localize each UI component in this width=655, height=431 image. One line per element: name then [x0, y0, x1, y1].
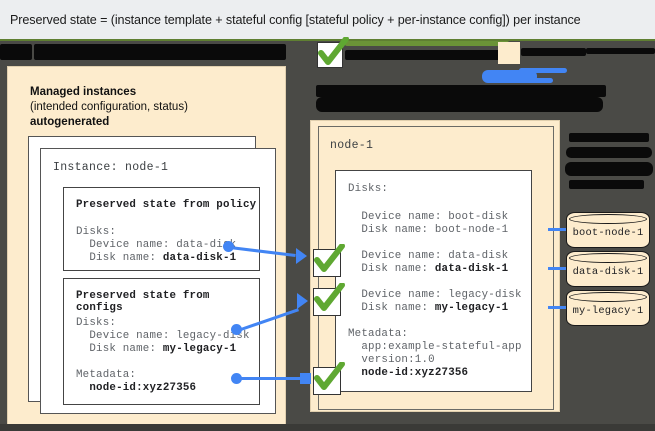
redaction-block — [586, 48, 655, 54]
caption-bar: Preserved state = (instance template + s… — [0, 0, 655, 41]
disk-link-data — [548, 267, 570, 270]
disk-cylinder-data: data-disk-1 — [566, 251, 650, 287]
policy-disk-name: data-disk-1 — [162, 252, 237, 264]
redaction-block — [316, 97, 603, 112]
connector-dot-data-disk — [223, 241, 234, 252]
check-badge-top — [317, 37, 349, 68]
disk-cylinder-label: my-legacy-1 — [572, 304, 644, 317]
disk-name: boot-node-1 — [434, 224, 509, 236]
policy-disk-prefix: Disk name: — [76, 252, 163, 264]
disk-entry-name: Disk name: boot-node-1 — [348, 224, 508, 238]
panel-title-line1: Managed instances — [30, 86, 137, 98]
policy-box-line: Device name: data-disk — [76, 239, 237, 251]
metadata-line: app:example-stateful-app — [348, 341, 522, 353]
managed-instances-panel: Managed instances (intended configuratio… — [7, 66, 286, 426]
configs-disk-name: my-legacy-1 — [162, 343, 237, 355]
blue-scribble-highlight — [519, 68, 567, 73]
configs-box-line: Disk name: my-legacy-1 — [76, 343, 236, 357]
redaction-block — [345, 50, 501, 60]
disk-name: data-disk-1 — [434, 263, 509, 275]
disk-name: my-legacy-1 — [434, 302, 509, 314]
preserved-state-configs-box: Preserved state from configs Disks: Devi… — [63, 278, 260, 405]
disk-prefix: Disk name: — [348, 302, 435, 314]
connector-arrow-legacy-disk — [297, 293, 308, 309]
redaction-block — [316, 85, 606, 97]
checkmark-icon — [314, 362, 345, 390]
disk-prefix: Disk name: — [348, 224, 435, 236]
policy-box-title: Preserved state from policy — [76, 199, 257, 211]
connector-line-metadata — [238, 377, 300, 380]
check-badge-metadata — [313, 362, 345, 395]
green-underline — [345, 41, 509, 46]
panel-title-line2: (intended configuration, status) — [30, 101, 188, 113]
configs-box-line: Device name: legacy-disk — [76, 330, 250, 342]
panel-title-line3: autogenerated — [30, 116, 110, 128]
redaction-block — [0, 44, 32, 60]
disk-link-legacy — [548, 306, 570, 309]
disk-cylinder-label: boot-node-1 — [572, 226, 644, 239]
checkmark-icon — [318, 37, 349, 65]
disk-entry-name: Disk name: data-disk-1 — [348, 263, 508, 277]
instance-card: Instance: node-1 Preserved state from po… — [40, 148, 276, 414]
policy-box-line: Disk name: data-disk-1 — [76, 252, 236, 266]
configs-box-title: Preserved state from configs — [76, 290, 210, 314]
metadata-node-id: node-id:xyz27356 — [348, 367, 469, 379]
disk-entry-device: Device name: legacy-disk — [348, 289, 522, 301]
configs-metadata-text: node-id:xyz27356 — [89, 382, 197, 394]
caption-text: Preserved state = (instance template + s… — [10, 12, 581, 27]
cream-tab-sliver — [498, 42, 520, 64]
redaction-block — [566, 147, 652, 158]
disk-entry-device: Device name: boot-disk — [348, 211, 509, 223]
disk-cylinder-legacy: my-legacy-1 — [566, 290, 650, 326]
redaction-block — [569, 180, 644, 189]
disk-prefix: Disk name: — [348, 263, 435, 275]
disk-link-boot — [548, 228, 570, 231]
metadata-line: node-id:xyz27356 — [348, 367, 468, 381]
configs-disk-prefix: Disk name: — [76, 343, 163, 355]
bottom-band — [0, 424, 655, 431]
configs-box-line: Disks: — [76, 317, 117, 329]
checkmark-icon — [314, 244, 345, 272]
disk-entry-device: Device name: data-disk — [348, 250, 509, 262]
preserved-state-policy-box: Preserved state from policy Disks: Devic… — [63, 187, 260, 271]
disk-cylinder-label: data-disk-1 — [572, 265, 644, 278]
configs-metadata-label: Metadata: — [76, 369, 137, 381]
check-badge-legacy-disk — [313, 283, 345, 316]
metadata-label: Metadata: — [348, 328, 409, 340]
connector-dot-legacy-disk — [231, 324, 242, 335]
connector-endcap-metadata — [300, 373, 311, 384]
instance-label: Instance: node-1 — [53, 161, 169, 174]
redaction-block — [565, 162, 653, 176]
panel-title: Managed instances (intended configuratio… — [30, 85, 270, 130]
node-details-card: Disks: Device name: boot-disk Disk name:… — [335, 170, 532, 392]
redaction-block — [569, 133, 649, 142]
blue-scribble-highlight — [515, 78, 553, 83]
node-label: node-1 — [330, 139, 374, 152]
redaction-block — [521, 48, 586, 56]
metadata-line: version:1.0 — [348, 354, 435, 366]
connector-dot-metadata — [231, 373, 242, 384]
check-badge-data-disk — [313, 244, 345, 277]
checkmark-icon — [314, 283, 345, 311]
configs-metadata-value: node-id:xyz27356 — [76, 382, 196, 396]
disk-entry-name: Disk name: my-legacy-1 — [348, 302, 508, 316]
disks-label: Disks: — [348, 183, 389, 195]
redaction-block — [34, 44, 286, 60]
connector-arrow-data-disk — [296, 248, 307, 264]
disk-cylinder-boot: boot-node-1 — [566, 212, 650, 248]
policy-box-line: Disks: — [76, 226, 117, 238]
